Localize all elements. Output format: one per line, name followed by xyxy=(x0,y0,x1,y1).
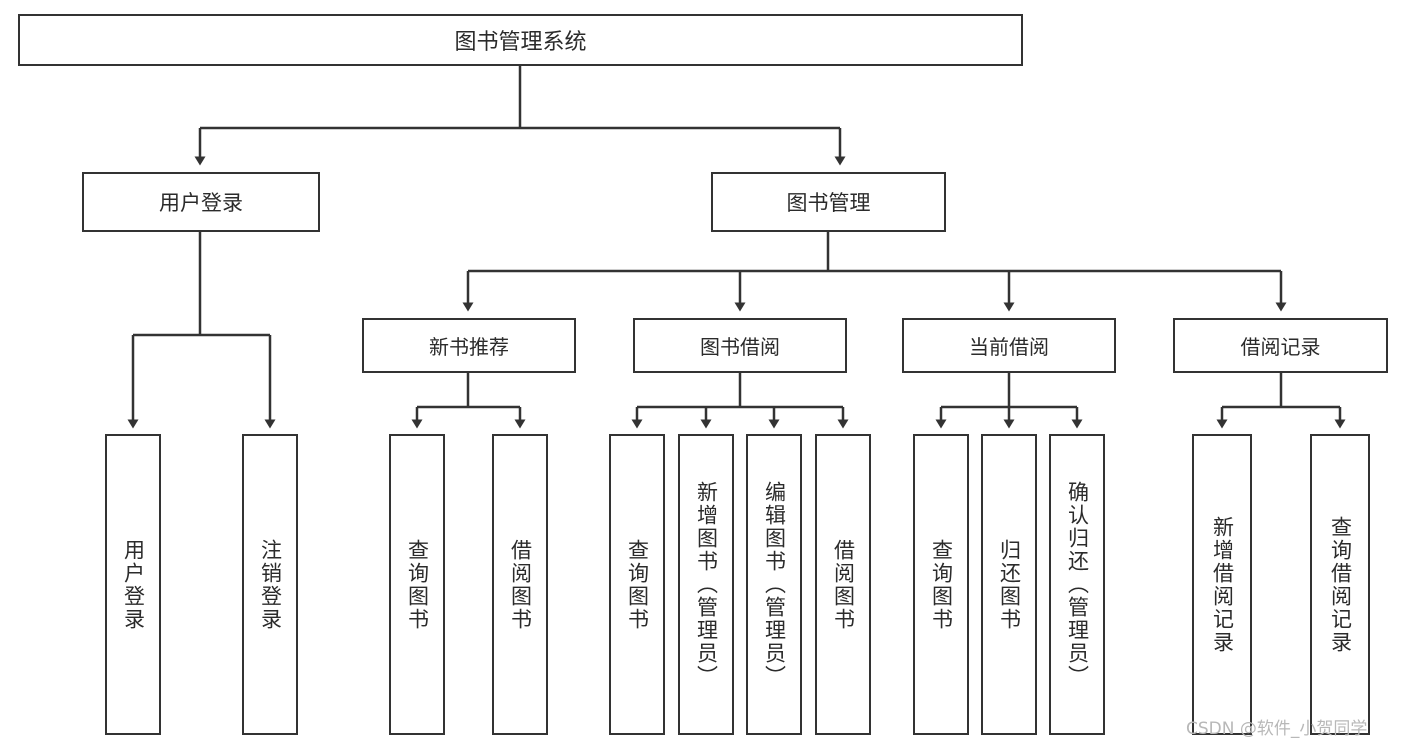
leaf-query-book-recommend-label: 查询图书 xyxy=(405,539,430,631)
leaf-add-book-admin[interactable]: 新增图书（管理员） xyxy=(678,434,734,735)
node-book-management[interactable]: 图书管理 xyxy=(711,172,946,232)
leaf-query-borrow-record-label: 查询借阅记录 xyxy=(1328,516,1353,654)
leaf-query-book-current[interactable]: 查询图书 xyxy=(913,434,969,735)
leaf-query-book-borrow-label: 查询图书 xyxy=(625,539,650,631)
leaf-borrow-book-recommend[interactable]: 借阅图书 xyxy=(492,434,548,735)
node-current-borrow[interactable]: 当前借阅 xyxy=(902,318,1116,373)
leaf-add-borrow-record[interactable]: 新增借阅记录 xyxy=(1192,434,1252,735)
leaf-return-book[interactable]: 归还图书 xyxy=(981,434,1037,735)
node-new-book-recommend-label: 新书推荐 xyxy=(429,335,509,359)
leaf-add-book-admin-label: 新增图书（管理员） xyxy=(694,481,719,688)
node-borrow-record-label: 借阅记录 xyxy=(1240,335,1321,359)
leaf-add-borrow-record-label: 新增借阅记录 xyxy=(1210,516,1235,654)
leaf-query-book-current-label: 查询图书 xyxy=(929,539,954,631)
node-book-borrow-label: 图书借阅 xyxy=(700,335,780,359)
node-current-borrow-label: 当前借阅 xyxy=(969,335,1049,359)
csdn-watermark: CSDN @软件_小贺同学 xyxy=(1186,719,1368,739)
leaf-borrow-book-label: 借阅图书 xyxy=(831,539,856,631)
leaf-user-login-label: 用户登录 xyxy=(121,539,146,631)
node-root-system[interactable]: 图书管理系统 xyxy=(18,14,1023,66)
leaf-query-borrow-record[interactable]: 查询借阅记录 xyxy=(1310,434,1370,735)
leaf-edit-book-admin-label: 编辑图书（管理员） xyxy=(762,481,787,688)
leaf-query-book-borrow[interactable]: 查询图书 xyxy=(609,434,665,735)
node-user-login[interactable]: 用户登录 xyxy=(82,172,320,232)
leaf-borrow-book-recommend-label: 借阅图书 xyxy=(508,539,533,631)
node-user-login-label: 用户登录 xyxy=(159,191,243,215)
leaf-borrow-book[interactable]: 借阅图书 xyxy=(815,434,871,735)
node-root-system-label: 图书管理系统 xyxy=(454,30,587,55)
leaf-query-book-recommend[interactable]: 查询图书 xyxy=(389,434,445,735)
leaf-confirm-return-admin[interactable]: 确认归还（管理员） xyxy=(1049,434,1105,735)
leaf-logout-login[interactable]: 注销登录 xyxy=(242,434,298,735)
leaf-return-book-label: 归还图书 xyxy=(997,539,1022,631)
node-borrow-record[interactable]: 借阅记录 xyxy=(1173,318,1388,373)
leaf-logout-login-label: 注销登录 xyxy=(258,539,283,631)
node-book-management-label: 图书管理 xyxy=(786,191,871,215)
node-new-book-recommend[interactable]: 新书推荐 xyxy=(362,318,576,373)
leaf-confirm-return-admin-label: 确认归还（管理员） xyxy=(1065,481,1090,688)
leaf-edit-book-admin[interactable]: 编辑图书（管理员） xyxy=(746,434,802,735)
leaf-user-login[interactable]: 用户登录 xyxy=(105,434,161,735)
node-book-borrow[interactable]: 图书借阅 xyxy=(633,318,847,373)
